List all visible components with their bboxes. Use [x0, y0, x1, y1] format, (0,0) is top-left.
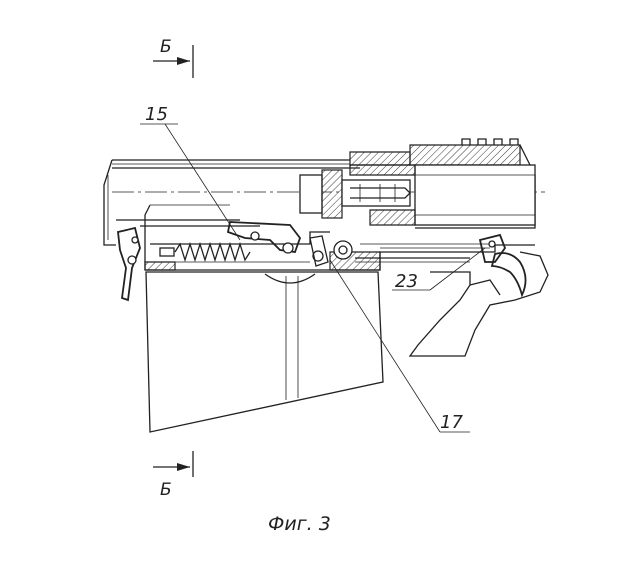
barrel-assembly: [299, 138, 536, 229]
pistol-grip: [408, 251, 549, 357]
section-mark-bottom: Б: [153, 451, 194, 500]
section-label-top: Б: [160, 37, 172, 57]
callout-15: 15: [145, 104, 168, 125]
magazine: [145, 271, 384, 433]
trigger: [490, 252, 527, 298]
receiver-body: [103, 159, 360, 270]
callout-23: 23: [395, 271, 418, 292]
rear-latch: [117, 226, 141, 302]
section-mark-top: Б: [153, 37, 194, 78]
leader-lines: [140, 123, 486, 433]
section-label-bottom: Б: [160, 480, 172, 500]
figure-caption: Фиг. 3: [268, 513, 331, 535]
callout-17: 17: [440, 412, 463, 433]
lower-receiver: [144, 221, 535, 271]
